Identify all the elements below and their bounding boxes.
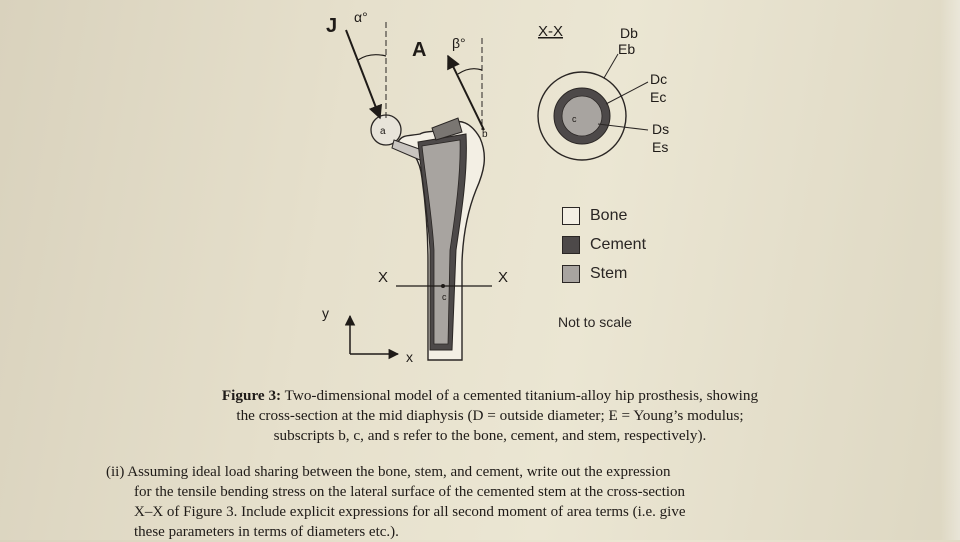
legend-label-cement: Cement (590, 235, 647, 253)
stem-shoulder (431, 117, 463, 141)
label-ds: Ds (652, 121, 669, 137)
cross-section-title: X-X (538, 23, 563, 40)
label-point-b: b (482, 129, 488, 140)
label-es: Es (652, 139, 668, 155)
legend-swatch-bone (562, 206, 580, 225)
caption-text: Two-dimensional model of a cemented tita… (281, 387, 759, 404)
label-axis-y: y (322, 305, 329, 321)
label-beta: β° (452, 35, 466, 51)
legend-swatch-cement (562, 235, 580, 254)
bone-outer-ring (537, 71, 627, 161)
scale-note: Not to scale (558, 314, 632, 330)
question-line: these parameters in terms of diameters e… (134, 524, 399, 540)
section-centre-point (441, 284, 445, 288)
legend-item-stem: Stem (562, 259, 646, 288)
label-axis-x: x (406, 349, 413, 365)
caption-line: Figure 3: Two-dimensional model of a cem… (160, 386, 820, 406)
label-db: Db (620, 25, 638, 41)
label-j: J (326, 15, 337, 37)
angle-arc-beta (457, 68, 483, 75)
force-arrow-a (447, 54, 485, 131)
label-eb: Eb (618, 41, 635, 57)
angle-arc-alpha (357, 54, 387, 61)
question-line: for the tensile bending stress on the la… (134, 484, 686, 500)
leader-db (603, 53, 619, 79)
legend-label-bone: Bone (590, 206, 628, 224)
page-edge (940, 0, 960, 540)
prosthesis-stem (421, 139, 461, 345)
legend-swatch-stem (562, 264, 580, 283)
question-line: (ii) Assuming ideal load sharing between… (106, 464, 671, 480)
question-line: X–X of Figure 3. Include explicit expres… (134, 504, 686, 520)
stem-core (561, 95, 603, 137)
material-legend: Bone Cement Stem (562, 201, 646, 288)
cross-section-centre-label: c (572, 114, 577, 124)
label-section-right: X (498, 269, 508, 286)
legend-label-stem: Stem (590, 264, 628, 282)
leader-dc (605, 81, 649, 105)
label-alpha: α° (354, 9, 368, 25)
label-ec: Ec (650, 89, 666, 105)
legend-item-cement: Cement (562, 230, 646, 259)
label-section-left: X (378, 269, 388, 286)
question-ii: (ii) Assuming ideal load sharing between… (106, 462, 826, 542)
label-a: A (412, 39, 426, 61)
figure-caption: Figure 3: Two-dimensional model of a cem… (160, 386, 820, 446)
leader-ds (597, 123, 649, 131)
label-dc: Dc (650, 71, 667, 87)
label-point-c: c (442, 292, 447, 302)
caption-label: Figure 3: (221, 387, 282, 404)
force-arrow-j (345, 29, 382, 120)
caption-line: the cross-section at the mid diaphysis (… (236, 407, 744, 424)
label-point-a: a (380, 126, 386, 137)
legend-item-bone: Bone (562, 201, 646, 230)
caption-line: subscripts b, c, and s refer to the bone… (273, 427, 707, 444)
